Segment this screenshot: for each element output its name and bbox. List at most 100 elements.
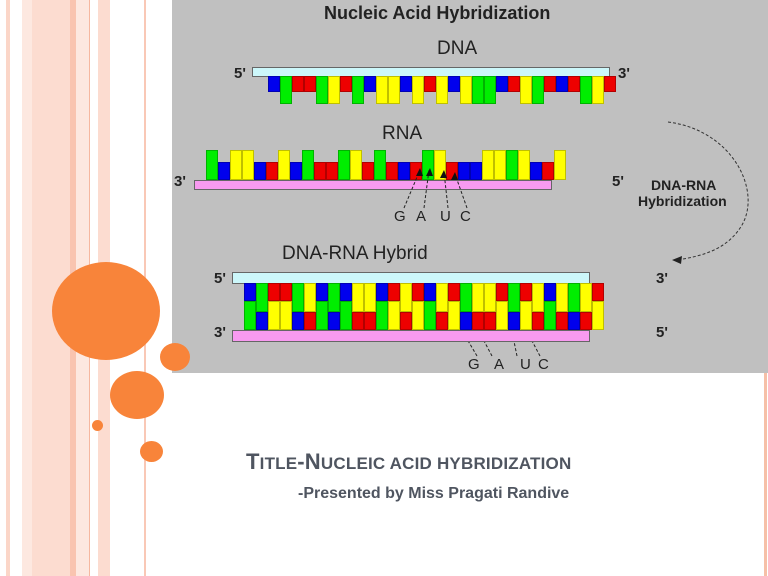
nucleotide-base (412, 301, 424, 330)
nucleotide-base (604, 76, 616, 92)
decor-circle-tiny (92, 420, 103, 431)
decor-circle-medium (110, 371, 164, 419)
hybrid-top-5prime: 5' (214, 270, 226, 287)
nucleotide-base (484, 283, 496, 312)
nucleotide-base (400, 76, 412, 92)
nucleotide-base (266, 162, 278, 180)
base-label-a: A (416, 208, 427, 225)
nucleotide-base (388, 76, 400, 104)
nucleotide-base (376, 301, 388, 330)
nucleotide-base (326, 162, 338, 180)
nucleotide-base (544, 283, 556, 301)
nucleotide-base (304, 312, 316, 330)
nucleotide-base (532, 283, 544, 312)
nucleotide-base (256, 283, 268, 312)
nucleotide-base (494, 150, 506, 180)
nucleotide-base (436, 76, 448, 104)
nucleotide-base (338, 150, 350, 180)
nucleotide-base (530, 162, 542, 180)
nucleotide-base (206, 150, 218, 180)
nucleotide-base (350, 150, 362, 180)
base-label-g: G (468, 356, 480, 373)
nucleotide-base (376, 76, 388, 104)
nucleotide-base (316, 76, 328, 104)
nucleotide-base (290, 162, 302, 180)
nucleotide-base (364, 76, 376, 92)
nucleotide-base (352, 76, 364, 104)
nucleotide-base (376, 283, 388, 301)
dna-5prime-label: 5' (234, 65, 246, 82)
nucleotide-base (532, 76, 544, 104)
nucleotide-base (482, 150, 494, 180)
nucleotide-base (448, 283, 460, 301)
nucleotide-base (544, 301, 556, 330)
decor-circle-small (160, 343, 190, 371)
hybrid-rna-strand (232, 330, 590, 342)
nucleotide-base (400, 312, 412, 330)
nucleotide-base (340, 283, 352, 301)
rna-5prime-label: 5' (612, 173, 624, 190)
dna-label: DNA (437, 38, 478, 59)
title-part: UCLEIC ACID HYBRIDIZATION (320, 454, 572, 473)
nucleotide-base (386, 162, 398, 180)
nucleotide-base (254, 162, 266, 180)
slide-title: TITLE-NUCLEIC ACID HYBRIDIZATION (246, 449, 571, 475)
decor-stripe (22, 0, 32, 576)
nucleotide-base (568, 312, 580, 330)
nucleotide-base (508, 76, 520, 92)
nucleotide-base (316, 301, 328, 330)
nucleotide-base (302, 150, 314, 180)
nucleotide-base (314, 162, 326, 180)
nucleotide-base (328, 312, 340, 330)
nucleotide-base (278, 150, 290, 180)
nucleotide-base (508, 312, 520, 330)
hybridization-diagram: Nucleic Acid Hybridization DNA 5' 3' RNA… (172, 0, 768, 373)
nucleotide-base (448, 301, 460, 330)
nucleotide-base (292, 76, 304, 92)
nucleotide-base (460, 76, 472, 104)
nucleotide-base (508, 283, 520, 312)
nucleotide-base (328, 283, 340, 312)
base-label-c: C (460, 208, 471, 225)
nucleotide-base (424, 283, 436, 301)
nucleotide-base (362, 162, 374, 180)
nucleotide-base (400, 283, 412, 312)
nucleotide-base (340, 76, 352, 92)
nucleotide-base (244, 283, 256, 301)
nucleotide-base (304, 76, 316, 92)
nucleotide-base (532, 312, 544, 330)
nucleotide-base (592, 76, 604, 104)
nucleotide-base (352, 312, 364, 330)
nucleotide-base (424, 76, 436, 92)
nucleotide-base (374, 150, 386, 180)
slide-subtitle: -Presented by Miss Pragati Randive (298, 485, 570, 502)
nucleotide-base (242, 150, 254, 180)
nucleotide-base (316, 283, 328, 301)
decor-circle-small-2 (140, 441, 163, 462)
decor-stripe (6, 0, 10, 576)
nucleotide-base (470, 162, 482, 180)
base-label-u: U (520, 356, 531, 373)
nucleotide-base (424, 301, 436, 330)
nucleotide-base (388, 301, 400, 330)
nucleotide-base (268, 76, 280, 92)
hybrid-label: DNA-RNA Hybrid (282, 243, 428, 264)
nucleotide-base (554, 150, 566, 180)
nucleotide-base (388, 283, 400, 301)
nucleotide-base (398, 162, 410, 180)
title-part: ITLE (259, 454, 298, 473)
process-label-line1: DNA-RNA (651, 177, 717, 193)
rna-label: RNA (382, 123, 423, 144)
diagram-heading: Nucleic Acid Hybridization (324, 3, 551, 23)
nucleotide-base (496, 76, 508, 92)
nucleotide-base (328, 76, 340, 104)
nucleotide-base (568, 283, 580, 312)
title-part: -N (297, 449, 321, 474)
base-label-u: U (440, 208, 451, 225)
nucleotide-base (268, 283, 280, 301)
nucleotide-base (580, 76, 592, 104)
nucleotide-base (496, 283, 508, 301)
base-label-g: G (394, 208, 406, 225)
nucleotide-base (280, 283, 292, 301)
nucleotide-base (544, 76, 556, 92)
